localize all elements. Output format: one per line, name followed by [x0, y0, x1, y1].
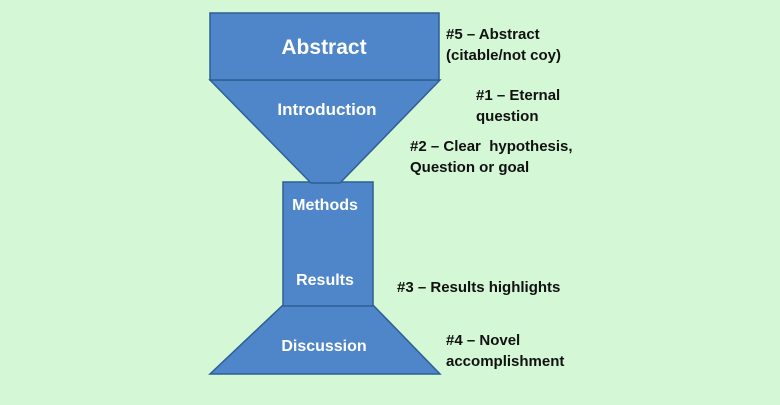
discussion-note-line-1: #4 – Novel	[446, 332, 521, 349]
abstract-note-line-2: (citable/not coy)	[446, 47, 562, 64]
abstract-box	[209, 12, 440, 81]
introduction-funnel	[208, 79, 442, 184]
introduction-note-line-1: #1 – Eternal	[476, 87, 561, 104]
results-label: Results	[296, 272, 354, 289]
discussion-label: Discussion	[281, 338, 366, 355]
methods-results-column	[282, 181, 374, 307]
hypothesis-note-line-1: #2 – Clear hypothesis,	[410, 138, 573, 155]
results-note-line-1: #3 – Results highlights	[397, 279, 561, 296]
results-note: #3 – Results highlights	[397, 277, 560, 298]
introduction-note: #1 – Eternal question	[476, 85, 560, 127]
introduction-note-line-2: question	[476, 108, 539, 125]
discussion-note: #4 – Novel accomplishment	[446, 330, 564, 372]
discussion-note-line-2: accomplishment	[446, 353, 565, 370]
hypothesis-note: #2 – Clear hypothesis, Question or goal	[410, 136, 573, 178]
introduction-label: Introduction	[277, 100, 376, 119]
abstract-note-line-1: #5 – Abstract	[446, 26, 540, 43]
hypothesis-note-line-2: Question or goal	[410, 159, 530, 176]
abstract-note: #5 – Abstract (citable/not coy)	[446, 24, 561, 66]
abstract-label: Abstract	[281, 36, 366, 59]
methods-label: Methods	[292, 197, 358, 214]
